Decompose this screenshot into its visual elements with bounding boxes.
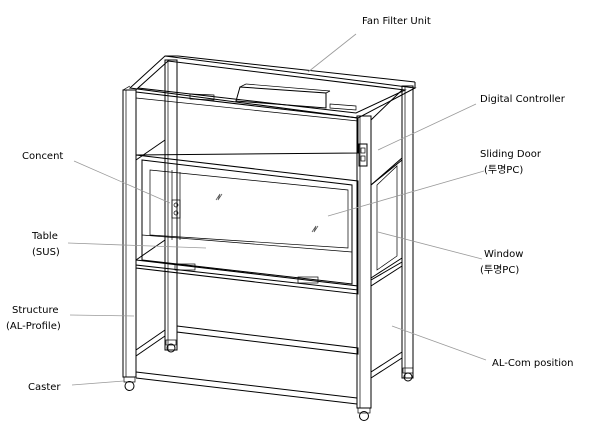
left-rear-post	[164, 59, 178, 351]
leader-caster	[71, 380, 125, 386]
clean-bench-drawing	[122, 55, 417, 421]
label-structure-line1: Structure	[12, 305, 59, 316]
leader-structure	[69, 314, 135, 317]
right-side-frame	[370, 88, 403, 379]
label-digital-controller: Digital Controller	[480, 94, 566, 105]
table-rail	[135, 259, 359, 295]
label-al-composition: AL-Com position	[492, 358, 573, 369]
lower-frame	[135, 325, 359, 405]
digital-controller-box	[358, 143, 368, 167]
label-table-line1: Table	[31, 231, 58, 242]
top-frame	[128, 55, 417, 119]
label-caster: Caster	[28, 382, 61, 393]
leader-digital-controller	[377, 103, 477, 151]
leader-fan-filter-unit	[307, 33, 357, 73]
label-structure-line2: (AL-Profile)	[6, 321, 61, 332]
casters	[123, 339, 414, 421]
label-sliding-door-line1: Sliding Door	[480, 149, 542, 160]
right-rear-post	[401, 85, 414, 379]
label-concent: Concent	[22, 151, 63, 162]
label-table-line2: (SUS)	[32, 247, 60, 258]
fan-filter-unit-box	[189, 83, 357, 111]
leader-window	[377, 231, 483, 260]
label-fan-filter-unit: Fan Filter Unit	[362, 16, 431, 27]
label-window-line1: Window	[484, 249, 523, 260]
leader-sliding-door	[327, 170, 485, 217]
label-window-line2: (투명PC)	[480, 264, 519, 276]
leader-concent	[73, 160, 171, 204]
labels: Fan Filter Unit Digital Controller Conce…	[6, 16, 573, 393]
leader-al-composition	[391, 325, 487, 361]
left-side-frame	[135, 139, 166, 357]
label-sliding-door-line2: (투명PC)	[484, 164, 523, 176]
leader-table	[67, 242, 207, 249]
leader-lines	[67, 33, 487, 386]
left-front-post	[122, 85, 141, 378]
concent-outlets	[171, 199, 181, 219]
sliding-door	[135, 154, 359, 291]
